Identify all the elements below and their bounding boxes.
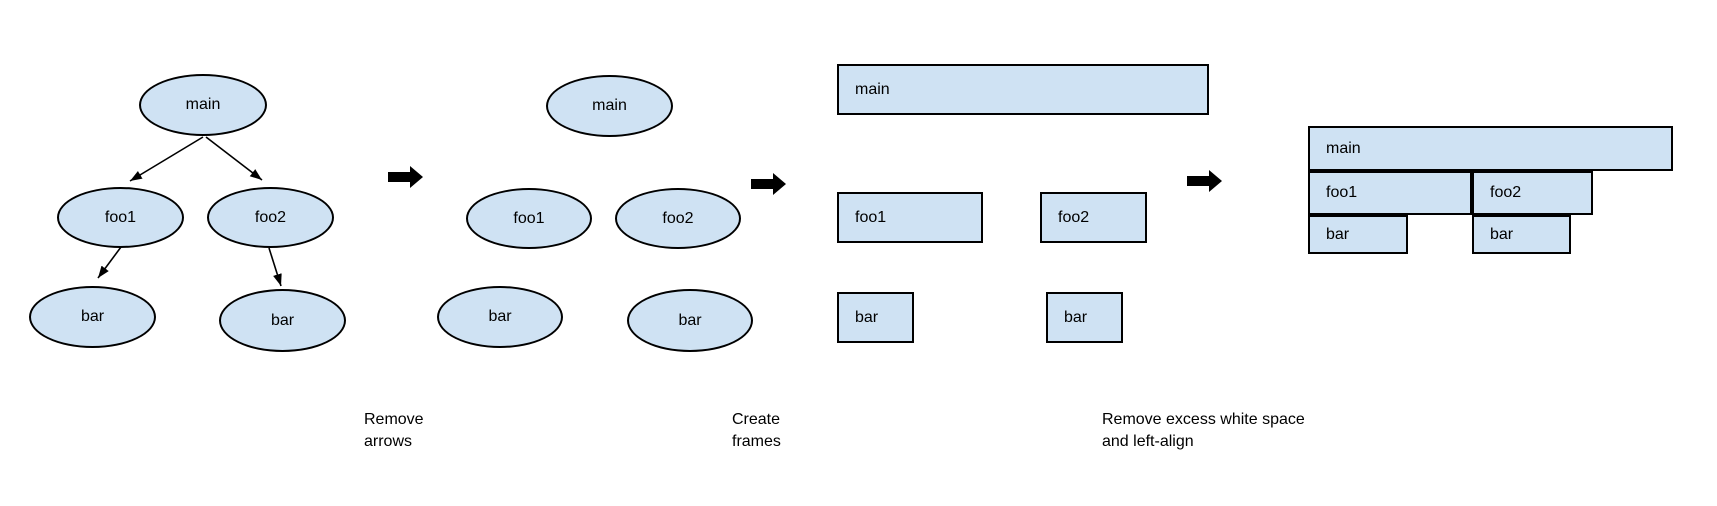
node-label: main (185, 96, 221, 113)
edge-foo1-bar-arrow-icon (97, 246, 122, 279)
transition-label-remove-whitespace: Remove excess white space and left-align (1102, 411, 1305, 450)
stage1-node-main: main (139, 74, 267, 136)
node-label: foo2 (1058, 208, 1090, 226)
stage4-frame-foo1: foo1 (1308, 171, 1472, 215)
stage2-node-bar-left: bar (437, 286, 563, 348)
node-label: bar (678, 311, 702, 329)
stage4-frame-bar-left: bar (1308, 215, 1408, 254)
node-label: bar (80, 308, 105, 325)
stage1-node-bar-left: bar (29, 286, 156, 348)
node-label: main (592, 97, 627, 114)
node-label: foo2 (1490, 184, 1522, 201)
node-label: foo2 (254, 208, 287, 226)
stage3-frame-bar-right: bar (1046, 292, 1123, 343)
stage2-node-foo2: foo2 (615, 188, 741, 249)
transition-label-remove-arrows: Remove arrows (364, 411, 424, 450)
stage3-frame-foo2: foo2 (1040, 192, 1147, 243)
node-label: foo1 (104, 208, 137, 226)
stage4-frame-bar-right: bar (1472, 215, 1571, 254)
node-label: foo1 (513, 209, 545, 227)
stage4-frame-main: main (1308, 126, 1673, 171)
node-label: bar (855, 308, 879, 326)
transition-label-create-frames: Create frames (732, 411, 781, 450)
node-label: foo2 (662, 209, 694, 227)
node-label: bar (488, 308, 512, 325)
node-label: bar (1490, 225, 1514, 243)
edge-foo2-bar-arrow-icon (268, 247, 282, 287)
stage2-node-main: main (546, 75, 673, 137)
node-label: main (855, 80, 890, 98)
node-label: main (1326, 139, 1361, 157)
node-label: bar (1064, 308, 1088, 326)
node-label: bar (1326, 225, 1350, 243)
right-arrow-icon (388, 166, 423, 188)
stage3-frame-main: main (837, 64, 1209, 115)
stage3-frame-bar-left: bar (837, 292, 914, 343)
edge-main-foo2-arrow-icon (205, 136, 263, 181)
stage2-node-bar-right: bar (627, 289, 753, 352)
edge-main-foo1-arrow-icon (129, 136, 204, 182)
stage1-node-foo1: foo1 (57, 187, 184, 248)
node-label: bar (270, 311, 295, 329)
stage2-node-foo1: foo1 (466, 188, 592, 249)
right-arrow-icon (751, 173, 786, 195)
stage1-node-foo2: foo2 (207, 187, 334, 248)
right-arrow-icon (1187, 170, 1222, 192)
stage3-frame-foo1: foo1 (837, 192, 983, 243)
node-label: foo1 (855, 208, 887, 226)
stage1-node-bar-right: bar (219, 289, 346, 352)
stage4-frame-foo2: foo2 (1472, 171, 1593, 215)
node-label: foo1 (1326, 184, 1358, 201)
